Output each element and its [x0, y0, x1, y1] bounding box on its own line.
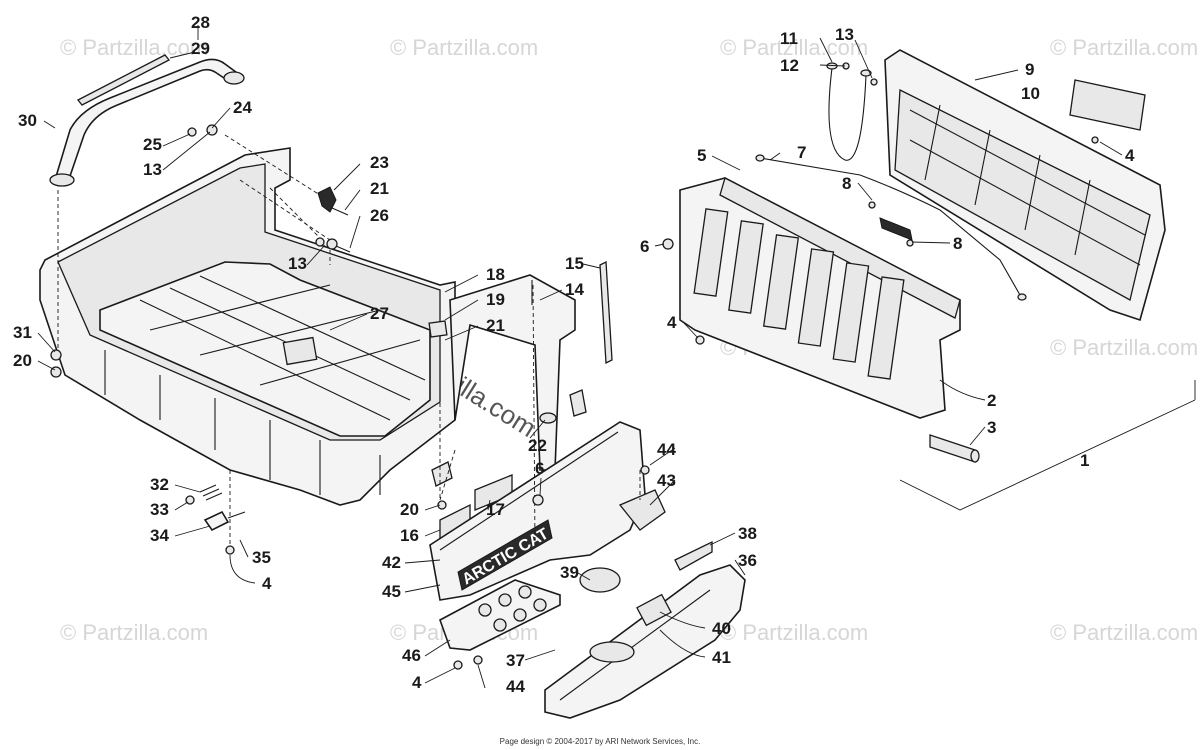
grab-handle-29	[49, 54, 245, 187]
callout-4b: 4	[412, 673, 422, 692]
rear-bumper-36	[544, 540, 746, 719]
callout-39: 39	[560, 563, 579, 582]
callout-8a: 8	[842, 174, 851, 193]
callout-17: 17	[486, 500, 505, 519]
bumper-blocks	[431, 461, 513, 542]
callout-1: 1	[1080, 451, 1089, 470]
watermark: © Partzilla.com	[60, 620, 208, 645]
callout-13: 13	[143, 160, 162, 179]
callout-6b: 6	[640, 237, 649, 256]
callout-13b: 13	[288, 254, 307, 273]
watermark: © Partzilla.com	[60, 35, 208, 60]
watermark: © Partzilla.com	[720, 620, 868, 645]
watermark: © Partzilla.com	[720, 35, 868, 60]
callout-45: 45	[382, 582, 401, 601]
callout-9: 9	[1025, 60, 1034, 79]
tail-light-39	[579, 567, 621, 593]
callout-23: 23	[370, 153, 389, 172]
callout-43: 43	[657, 471, 676, 490]
callouts: 28 29 30 24 25 13 23 21 26 13 27 31 20 1…	[13, 13, 1135, 696]
callout-20: 20	[13, 351, 32, 370]
leader-lines	[37, 25, 1123, 689]
callout-4c: 4	[1125, 146, 1135, 165]
callout-44a: 44	[657, 440, 676, 459]
callout-26: 26	[370, 206, 389, 225]
callout-33: 33	[150, 500, 169, 519]
callout-35: 35	[252, 548, 271, 567]
callout-11: 11	[780, 29, 798, 48]
callout-5: 5	[697, 146, 706, 165]
cargo-box-27	[39, 147, 456, 506]
callout-38: 38	[738, 524, 757, 543]
callout-16: 16	[400, 526, 419, 545]
callout-34: 34	[150, 526, 169, 545]
callout-31: 31	[13, 323, 32, 342]
rear-wall-2	[679, 177, 980, 463]
latch-23	[50, 124, 351, 378]
skid-plate-46	[439, 579, 561, 651]
callout-2: 2	[987, 391, 996, 410]
callout-14: 14	[565, 280, 584, 299]
callout-4a: 4	[262, 574, 272, 593]
callout-3: 3	[987, 418, 996, 437]
watermark: © Partzilla.com	[1050, 620, 1198, 645]
callout-28: 28	[191, 13, 210, 32]
callout-18: 18	[486, 265, 505, 284]
callout-32: 32	[150, 475, 169, 494]
assembly-lines	[57, 134, 641, 550]
callout-21: 21	[370, 179, 389, 198]
callout-22: 22	[528, 436, 547, 455]
watermark: © Partzilla.com	[1050, 335, 1198, 360]
watermark: © Partzilla.com	[1050, 35, 1198, 60]
cable-7	[755, 154, 1027, 301]
callout-24: 24	[233, 98, 252, 117]
cable-11	[826, 62, 878, 161]
callout-19: 19	[486, 290, 505, 309]
callout-20b: 20	[400, 500, 419, 519]
callout-30: 30	[18, 111, 37, 130]
label-10	[1069, 79, 1146, 131]
callout-21b: 21	[486, 316, 505, 335]
callout-25: 25	[143, 135, 162, 154]
callout-36: 36	[738, 551, 757, 570]
rod-3	[929, 434, 976, 463]
hinge-hardware	[185, 136, 1099, 670]
callout-10: 10	[1021, 84, 1040, 103]
callout-12: 12	[780, 56, 799, 75]
callout-29: 29	[191, 39, 210, 58]
callout-41: 41	[712, 648, 731, 667]
assembly-bracket-1	[899, 380, 1196, 511]
watermark: © Partzilla.com	[390, 35, 538, 60]
tailgate-panel-9	[884, 49, 1166, 322]
callout-8b: 8	[953, 234, 962, 253]
page-footer: Page design © 2004-2017 by ARI Network S…	[499, 737, 701, 746]
callout-7: 7	[797, 143, 806, 162]
callout-4d: 4	[667, 313, 677, 332]
callout-46: 46	[402, 646, 421, 665]
callout-40: 40	[712, 619, 731, 638]
callout-42: 42	[382, 553, 401, 572]
brand-decal	[457, 519, 553, 591]
callout-13c: 13	[835, 25, 854, 44]
callout-15: 15	[565, 254, 584, 273]
callout-37: 37	[506, 651, 525, 670]
callout-44b: 44	[506, 677, 525, 696]
callout-6a: 6	[535, 459, 544, 478]
callout-27: 27	[370, 304, 389, 323]
